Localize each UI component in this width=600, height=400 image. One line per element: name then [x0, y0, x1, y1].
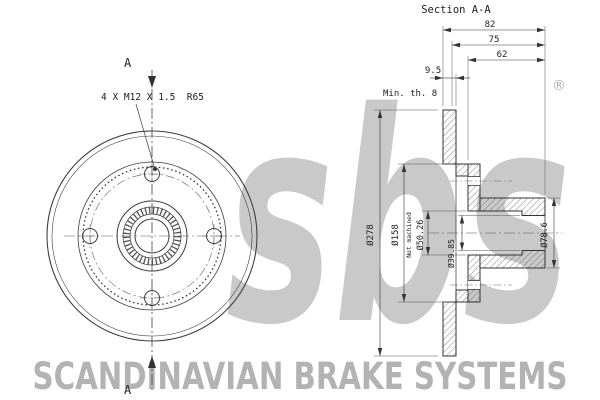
section-marker-top-label: A	[124, 56, 132, 70]
disc-plate-upper	[442, 109, 457, 165]
dim-inner-step-diameter: Ø39.85	[446, 239, 456, 268]
sbs-logo-watermark: sbs	[226, 52, 571, 389]
dimension-lines	[377, 27, 557, 356]
mount-flange-lower	[467, 254, 481, 303]
disc-plate-lower	[442, 301, 457, 357]
registered-trademark: ®	[552, 78, 566, 94]
mount-flange-upper	[467, 163, 481, 212]
dim-outer-diameter: Ø278	[365, 224, 376, 246]
dim-hub-length: 62	[497, 50, 508, 60]
dimension-texts: 82 75 62 9.5 Min. th. 8 Ø278 Ø158 Not ma…	[365, 20, 550, 268]
section-marker-bottom-label: A	[124, 383, 132, 397]
flange-bolt-hole-edges	[468, 176, 480, 290]
section-title: Section A-A	[421, 4, 491, 16]
brand-tagline: SCANDINAVIAN BRAKE SYSTEMS	[33, 355, 568, 398]
flange-bolt-hole-lower	[468, 280, 480, 290]
section-arrow-top	[148, 76, 156, 88]
watermark: sbs ® SCANDINAVIAN BRAKE SYSTEMS	[33, 52, 572, 398]
dim-disc-thickness: 9.5	[425, 66, 441, 76]
section-arrow-bottom	[148, 356, 156, 368]
bolt-note-leader-dot	[153, 167, 157, 171]
dim-hat-diameter: Ø158	[390, 224, 401, 246]
dim-hub-diameter: Ø78.6	[539, 222, 550, 248]
min-thickness-note: Min. th. 8	[383, 89, 437, 99]
center-bore-note: Not machined	[406, 212, 413, 258]
dim-hub-depth: 75	[489, 35, 500, 45]
bolt-note-leader-line	[135, 103, 155, 167]
flange-bolt-hole-upper	[468, 176, 480, 186]
front-view: 4 X M12 X 1.5 R65 A A	[46, 56, 258, 397]
dim-center-bore: Ø50.26	[415, 220, 426, 251]
section-view: Section A-A	[365, 4, 562, 357]
hat-drum-wall-lower	[455, 289, 469, 303]
cut-material	[442, 109, 546, 357]
dim-overall-width: 82	[485, 20, 496, 30]
bolt-pattern-note: 4 X M12 X 1.5 R65	[101, 92, 204, 103]
hub-wall-upper	[479, 197, 546, 216]
hat-drum-wall-upper	[455, 163, 469, 177]
